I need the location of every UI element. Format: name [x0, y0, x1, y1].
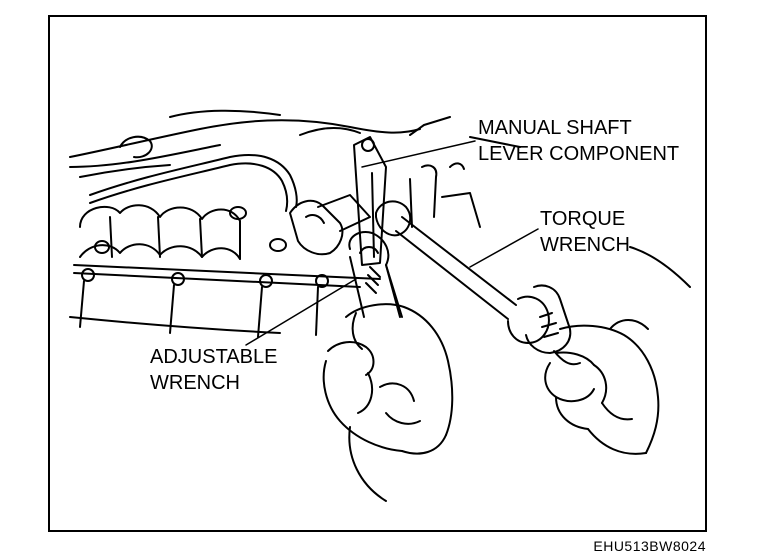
label-adjustable-line1: ADJUSTABLE — [150, 346, 278, 368]
leader-lines — [245, 140, 539, 346]
figure-code: EHU513BW8024 — [593, 538, 706, 554]
right-hand — [544, 319, 660, 455]
torque-wrench — [375, 200, 581, 366]
manual-shaft-lever — [289, 136, 387, 266]
label-manual-shaft-line1: MANUAL SHAFT — [478, 117, 632, 139]
label-adjustable-wrench: ADJUSTABLE WRENCH — [150, 344, 277, 396]
leader-torque-wrench — [469, 228, 539, 268]
label-torque-line1: TORQUE — [540, 208, 626, 230]
leader-manual-shaft — [361, 140, 476, 168]
label-adjustable-line2: WRENCH — [150, 372, 240, 394]
leader-adjustable-wrench — [245, 278, 357, 346]
adjustable-wrench — [348, 231, 403, 318]
left-hand — [322, 303, 454, 502]
label-torque-line2: WRENCH — [540, 234, 630, 256]
label-manual-shaft-line2: LEVER COMPONENT — [478, 143, 680, 165]
label-manual-shaft-lever: MANUAL SHAFT LEVER COMPONENT — [478, 115, 679, 167]
illustration-frame: MANUAL SHAFT LEVER COMPONENT TORQUE WREN… — [48, 15, 707, 532]
label-torque-wrench: TORQUE WRENCH — [540, 206, 630, 258]
service-illustration — [69, 109, 691, 502]
engine-background — [69, 109, 691, 338]
